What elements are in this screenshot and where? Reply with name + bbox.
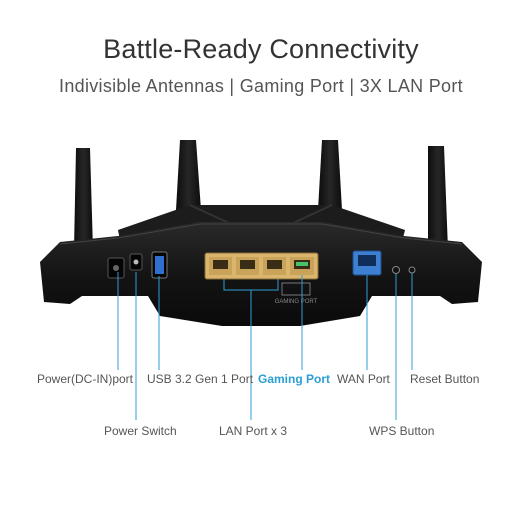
wps-button bbox=[392, 266, 400, 274]
lan-port-2 bbox=[236, 257, 259, 275]
label-reset-button: Reset Button bbox=[410, 372, 480, 386]
label-wps-button: WPS Button bbox=[369, 424, 435, 438]
page-title: Battle-Ready Connectivity bbox=[103, 34, 419, 64]
wan-port-opening bbox=[358, 255, 376, 266]
gaming-port bbox=[290, 257, 314, 275]
gaming-port-marking-box bbox=[281, 282, 311, 296]
label-power-switch: Power Switch bbox=[104, 424, 177, 438]
antenna-3 bbox=[318, 140, 342, 210]
reset-button bbox=[408, 266, 416, 274]
router-edge-highlight bbox=[59, 223, 463, 245]
lan-port-3 bbox=[263, 257, 286, 275]
label-usb-port: USB 3.2 Gen 1 Port bbox=[147, 372, 254, 386]
usb-port-tongue bbox=[155, 256, 164, 274]
gaming-port-marking: GAMING PORT bbox=[275, 299, 318, 305]
antennas bbox=[74, 140, 448, 250]
callout-lines bbox=[117, 272, 413, 420]
lan-port-block bbox=[204, 252, 319, 280]
label-lan-ports: LAN Port x 3 bbox=[219, 424, 288, 438]
power-dc-in-pin bbox=[113, 265, 119, 271]
antenna-4 bbox=[428, 146, 448, 250]
page-subtitle: Indivisible Antennas | Gaming Port | 3X … bbox=[59, 76, 463, 96]
label-gaming-port: Gaming Port bbox=[258, 372, 331, 386]
lan-port-1 bbox=[209, 257, 232, 275]
antenna-2 bbox=[176, 140, 201, 210]
power-switch-knob bbox=[133, 259, 139, 265]
label-wan-port: WAN Port bbox=[337, 372, 390, 386]
label-power-dc-in: Power(DC-IN)port bbox=[37, 372, 134, 386]
antenna-1 bbox=[74, 148, 93, 250]
